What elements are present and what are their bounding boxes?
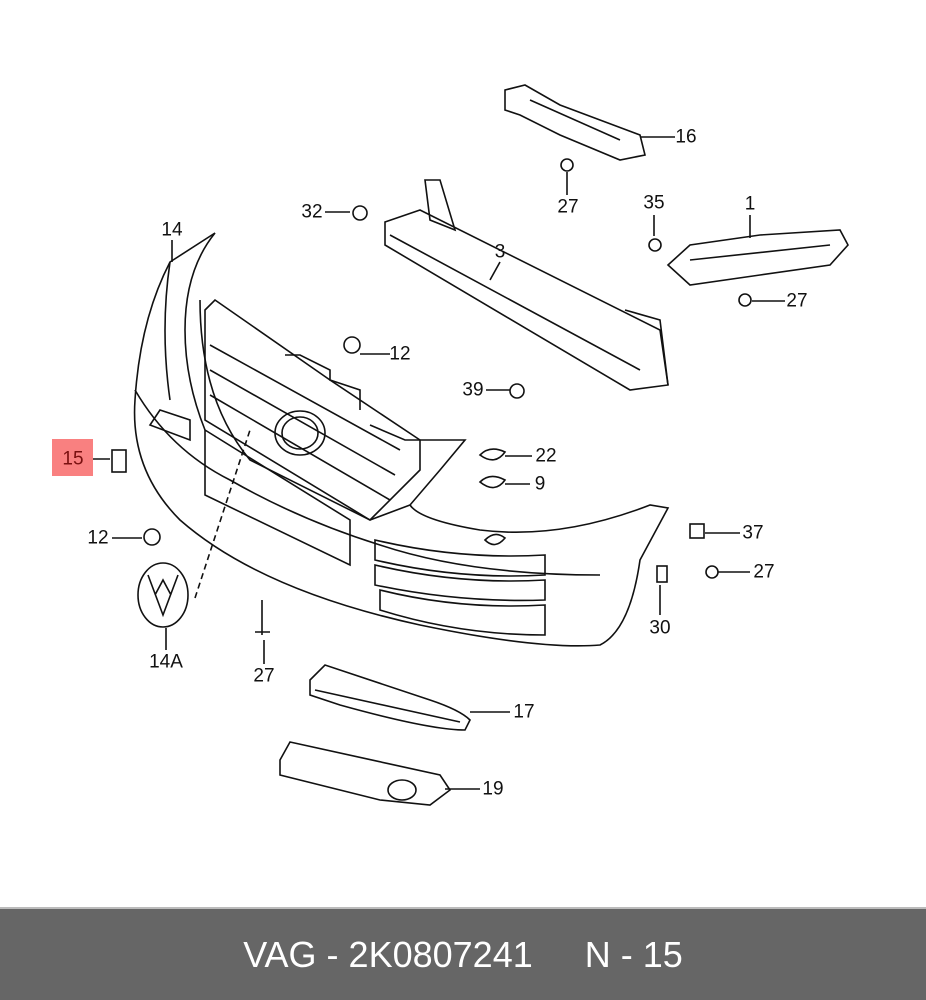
highlighted-part-15 xyxy=(52,439,93,476)
callout-1[interactable]: 1 xyxy=(744,193,756,215)
callout-12[interactable]: 12 xyxy=(389,343,411,365)
callout-14a[interactable]: 14A xyxy=(149,651,183,673)
callout-15[interactable]: 15 xyxy=(62,448,84,470)
bumper-parts-diagram xyxy=(88,84,849,806)
callout-39[interactable]: 39 xyxy=(462,379,484,401)
callout-27[interactable]: 27 xyxy=(557,196,579,218)
callout-27[interactable]: 27 xyxy=(253,665,275,687)
callout-16[interactable]: 16 xyxy=(675,126,697,148)
callout-22[interactable]: 22 xyxy=(535,445,557,467)
clip-12-drawing xyxy=(343,336,361,354)
bumper-cover-drawing xyxy=(133,232,670,647)
callout-14[interactable]: 14 xyxy=(161,219,183,241)
callout-30[interactable]: 30 xyxy=(649,617,671,639)
part-15-drawing xyxy=(111,449,127,473)
callout-27[interactable]: 27 xyxy=(753,561,775,583)
part-9-drawing xyxy=(478,475,507,489)
callout-12[interactable]: 12 xyxy=(87,527,109,549)
emblem-dashed-line xyxy=(194,429,251,599)
callout-32[interactable]: 32 xyxy=(301,201,323,223)
bracket-1-drawing xyxy=(666,229,849,286)
part-22-drawing xyxy=(478,448,507,461)
clip-12b-drawing xyxy=(143,528,161,546)
tow-cover-drawing xyxy=(483,533,507,546)
bumper-reinforcement-drawing xyxy=(384,179,669,391)
callout-19[interactable]: 19 xyxy=(482,778,504,800)
callout-27[interactable]: 27 xyxy=(786,290,808,312)
footer-bar: VAG - 2K0807241 N - 15 xyxy=(0,907,926,1000)
grille-drawing xyxy=(204,298,421,522)
callout-9[interactable]: 9 xyxy=(534,473,546,495)
bracket-16-drawing xyxy=(504,84,646,161)
callout-17[interactable]: 17 xyxy=(513,701,535,723)
grille-19-drawing xyxy=(279,741,452,806)
vw-logo-mark xyxy=(147,574,179,618)
grille-17-drawing xyxy=(309,664,471,731)
diagram-position: N - 15 xyxy=(584,933,683,975)
leader-lines xyxy=(88,136,785,790)
fog-light-opening xyxy=(387,779,417,801)
callout-35[interactable]: 35 xyxy=(643,192,665,214)
part-number: VAG - 2K0807241 xyxy=(243,933,533,975)
callout-37[interactable]: 37 xyxy=(742,522,764,544)
callout-3[interactable]: 3 xyxy=(494,241,506,263)
vw-emblem-drawing xyxy=(137,562,189,628)
